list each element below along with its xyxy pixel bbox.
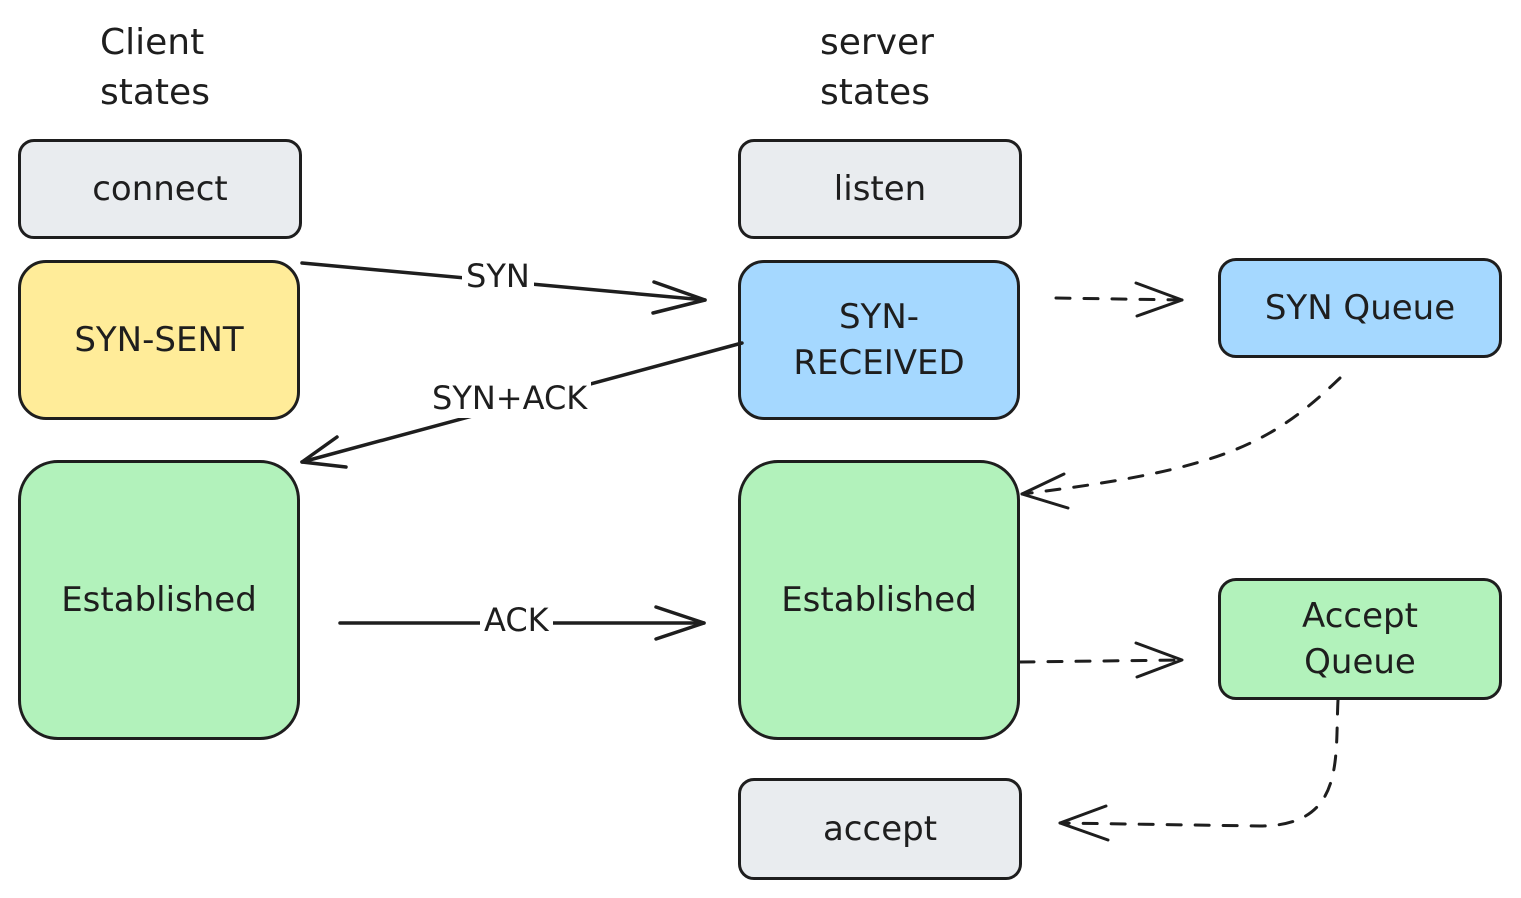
syn-received-label-line1: SYN- — [838, 297, 920, 337]
accept-state: accept — [738, 778, 1022, 880]
accept-queue-label-line2: Queue — [1304, 642, 1416, 682]
listen-label: listen — [833, 169, 927, 209]
client-established-label: Established — [61, 580, 257, 620]
to-accept-queue-arrow — [1018, 641, 1184, 679]
client-states-heading: Client states — [100, 22, 210, 113]
syn-sent-label: SYN-SENT — [74, 320, 244, 360]
client-established-state: Established — [18, 460, 300, 740]
accept-label: accept — [822, 809, 938, 849]
connect-state: connect — [18, 139, 302, 239]
connect-label: connect — [92, 169, 228, 209]
accept-queue-label-line1: Accept — [1302, 596, 1418, 636]
server-states-heading: server states — [820, 22, 934, 113]
syn-queue-to-established-arrow — [1020, 376, 1342, 510]
server-established-state: Established — [738, 460, 1020, 740]
accept-queue-to-accept-arrow — [1058, 698, 1340, 842]
accept-queue: Accept Queue — [1218, 578, 1502, 700]
syn-message-label: SYN — [462, 256, 534, 296]
to-syn-queue-arrow — [1054, 281, 1184, 318]
ack-message-label: ACK — [480, 600, 553, 640]
syn-received-label-line2: RECEIVED — [793, 343, 965, 383]
syn-queue: SYN Queue — [1218, 258, 1502, 358]
syn-ack-message-label: SYN+ACK — [428, 378, 592, 418]
server-established-label: Established — [781, 580, 977, 620]
listen-state: listen — [738, 139, 1022, 239]
syn-sent-state: SYN-SENT — [18, 260, 300, 420]
syn-queue-label: SYN Queue — [1264, 288, 1456, 328]
syn-received-state: SYN- RECEIVED — [738, 260, 1020, 420]
